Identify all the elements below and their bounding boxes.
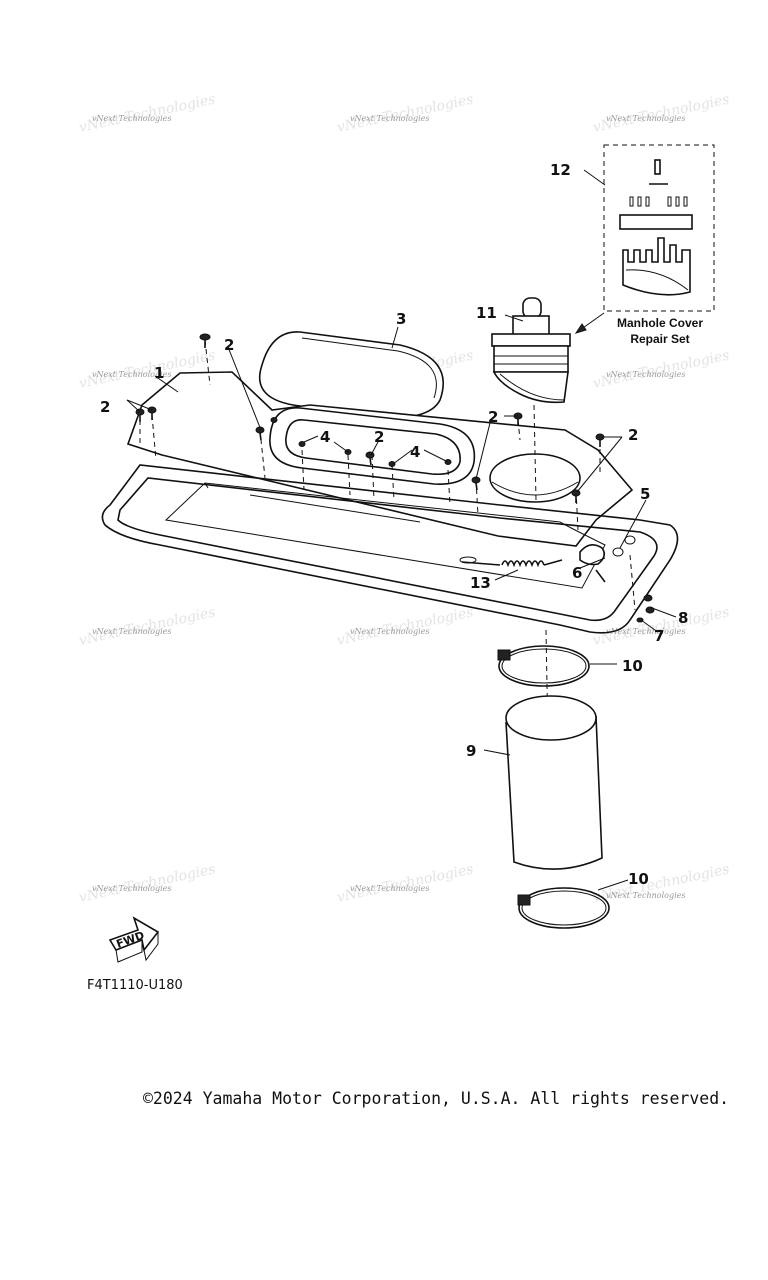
callout-8: 8 [678, 609, 688, 627]
manhole-cover-repair-set: Manhole Cover Repair Set [603, 144, 715, 346]
part-11-cover-fitting [491, 297, 571, 404]
callout-6: 6 [572, 564, 582, 582]
svg-text:vNext Technologies: vNext Technologies [92, 627, 171, 636]
callout-10: 10 [622, 657, 643, 675]
svg-text:vNext Technologies: vNext Technologies [350, 114, 429, 123]
callout-3: 3 [396, 310, 406, 328]
part-5-6-latch [579, 535, 636, 583]
part-7-8-fasteners [636, 594, 655, 623]
callout-13: 13 [470, 574, 491, 592]
svg-text:vNext Technologies: vNext Technologies [92, 370, 171, 379]
svg-text:vNext Technologies: vNext Technologies [92, 114, 171, 123]
figure-code: F4T1110-U180 [87, 978, 183, 993]
part-13-spring [459, 556, 563, 568]
callout-4: 4 [410, 443, 420, 461]
part-10-lower-clamp [517, 887, 610, 929]
part-9-tube [505, 695, 603, 870]
leader-lines [126, 314, 677, 891]
fwd-label: FWD [115, 929, 146, 951]
repair-set-label-line2: Repair Set [630, 332, 689, 346]
svg-text:vNext Technologies: vNext Technologies [350, 627, 429, 636]
gasket-ring [269, 407, 476, 485]
svg-text:vNext Technologies: vNext Technologies [606, 627, 685, 636]
callout-1: 1 [154, 364, 164, 382]
callout-5: 5 [640, 485, 650, 503]
callout-4: 4 [320, 428, 330, 446]
callout-12: 12 [550, 161, 571, 179]
callout-2: 2 [628, 426, 638, 444]
svg-text:vNext Technologies: vNext Technologies [606, 370, 685, 379]
part-10-upper-clamp [497, 645, 590, 687]
svg-text:vNext Technologies: vNext Technologies [92, 884, 171, 893]
callout-7: 7 [654, 627, 664, 645]
svg-text:vNext Technologies: vNext Technologies [606, 891, 685, 900]
callouts: 1 2 2 2 2 2 3 4 4 5 6 7 8 9 10 10 11 12 … [100, 161, 688, 888]
svg-text:vNext Technologies: vNext Technologies [350, 884, 429, 893]
frame-tray [101, 464, 679, 634]
callout-2: 2 [374, 428, 384, 446]
part-3-oval-cover [258, 331, 444, 419]
cup-hole [489, 453, 581, 503]
copyright-notice: ©2024 Yamaha Motor Corporation, U.S.A. A… [143, 1089, 730, 1108]
callout-11: 11 [476, 304, 497, 322]
svg-text:vNext Technologies: vNext Technologies [606, 114, 685, 123]
callout-2: 2 [488, 408, 498, 426]
callout-9: 9 [466, 742, 476, 760]
callout-10: 10 [628, 870, 649, 888]
fwd-arrow-icon: FWD [108, 916, 160, 963]
repair-set-label: Manhole Cover [617, 316, 703, 330]
callout-2: 2 [100, 398, 110, 416]
callout-2: 2 [224, 336, 234, 354]
